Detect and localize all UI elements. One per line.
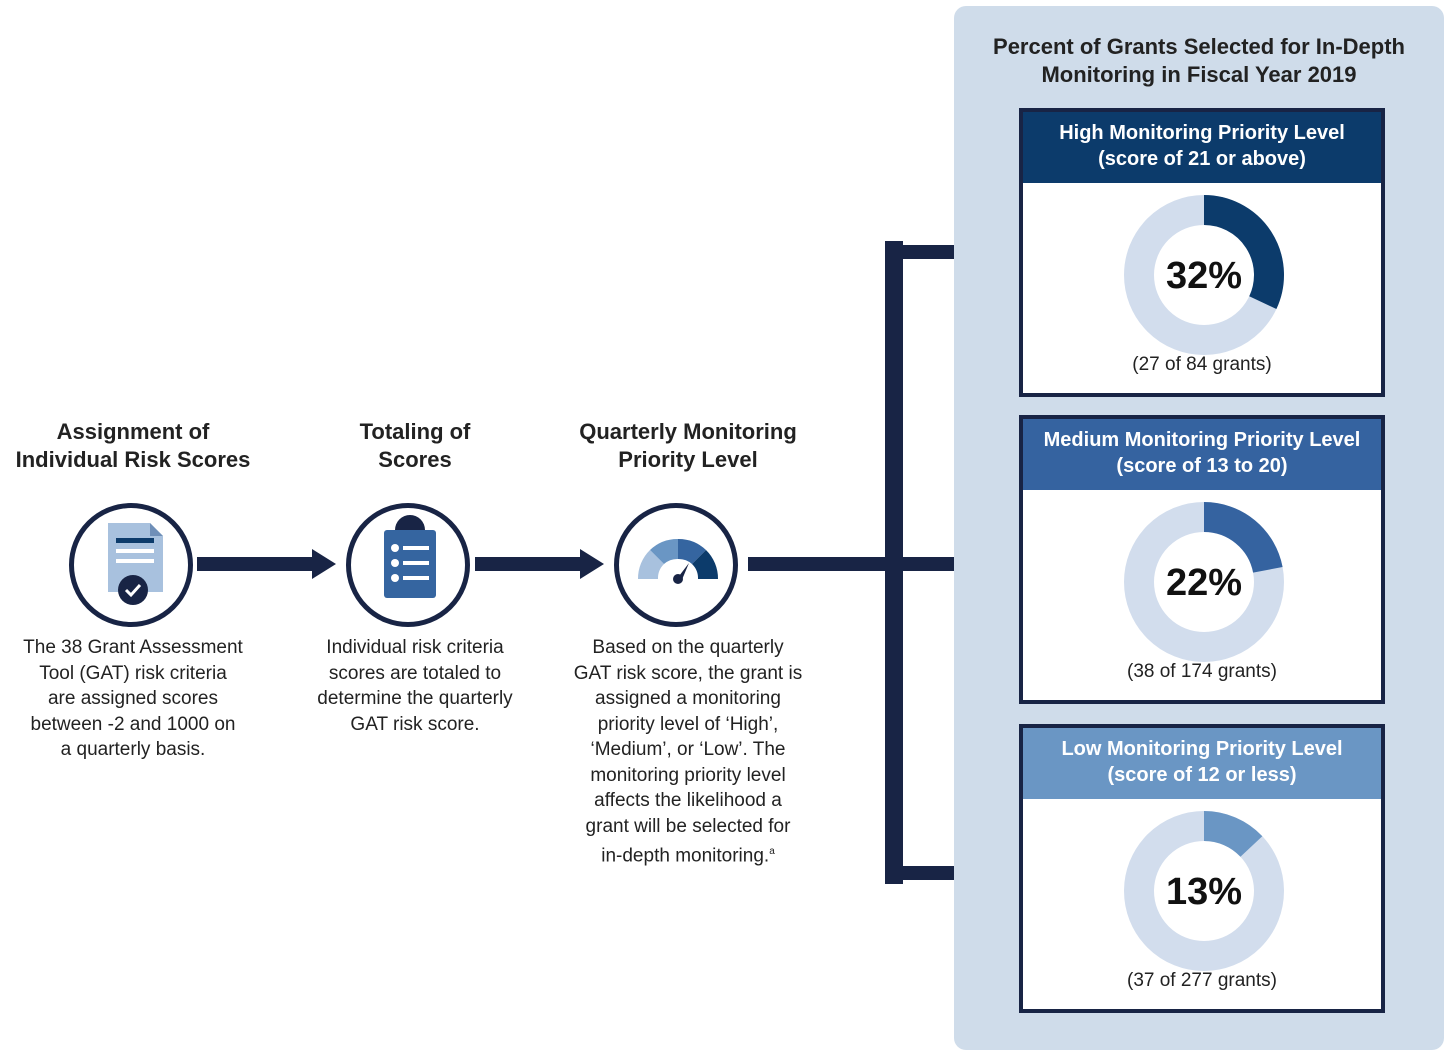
step-3-icon-circle [614, 503, 738, 627]
arrow-head-2 [580, 549, 604, 579]
donut-segment [1203, 811, 1263, 858]
step-2-description: Individual risk criteria scores are tota… [317, 637, 513, 735]
step-2-title: Totaling of Scores [359, 419, 471, 472]
step-3-last-line: in-depth monitoring. [601, 845, 770, 867]
card-high-range: (score of 21 or above) [1098, 148, 1306, 170]
arrow-shaft-2 [475, 557, 584, 571]
card-high-title: High Monitoring Priority Level [1059, 122, 1345, 144]
gauge-icon [637, 538, 719, 584]
donut-percent-label: 32% [1166, 255, 1242, 297]
footnote-marker: a [769, 846, 775, 857]
panel-title: Percent of Grants Selected for In-Depth … [993, 34, 1405, 87]
step-3-title: Quarterly Monitoring Priority Level [579, 419, 797, 472]
donut-segment [1203, 195, 1284, 310]
card-medium-header: Medium Monitoring Priority Level (score … [1023, 419, 1381, 490]
step-1-icon-circle [69, 503, 193, 627]
clipboard-list-icon [384, 515, 436, 598]
donut-low: 13% [1124, 811, 1284, 971]
card-medium-range: (score of 13 to 20) [1116, 455, 1288, 477]
step-2-icon-circle [346, 503, 470, 627]
step-1-description: The 38 Grant Assessment Tool (GAT) risk … [23, 637, 243, 760]
donut-percent-label: 13% [1166, 871, 1242, 913]
arrow-shaft-1 [197, 557, 315, 571]
document-check-icon [108, 523, 163, 605]
step-3-description: Based on the quarterly GAT risk score, t… [573, 637, 803, 867]
donut-high: 32% [1124, 195, 1284, 355]
card-high-count: (27 of 84 grants) [1132, 354, 1272, 375]
card-high: High Monitoring Priority Level (score of… [1019, 108, 1385, 397]
card-medium: Medium Monitoring Priority Level (score … [1019, 415, 1385, 704]
card-medium-title: Medium Monitoring Priority Level [1043, 429, 1361, 451]
donut-percent-label: 22% [1166, 562, 1242, 604]
donut-medium: 22% [1124, 502, 1284, 662]
trunk-horizontal [748, 557, 904, 571]
card-low-count: (37 of 277 grants) [1127, 970, 1277, 991]
card-high-header: High Monitoring Priority Level (score of… [1023, 112, 1381, 183]
card-low: Low Monitoring Priority Level (score of … [1019, 724, 1385, 1013]
step-1-title: Assignment of Individual Risk Scores [15, 419, 251, 472]
card-low-title: Low Monitoring Priority Level [1061, 738, 1343, 760]
card-low-range: (score of 12 or less) [1107, 764, 1297, 786]
card-medium-count: (38 of 174 grants) [1127, 661, 1277, 682]
card-low-header: Low Monitoring Priority Level (score of … [1023, 728, 1381, 799]
arrow-head-1 [312, 549, 336, 579]
donut-segment [1203, 502, 1283, 574]
